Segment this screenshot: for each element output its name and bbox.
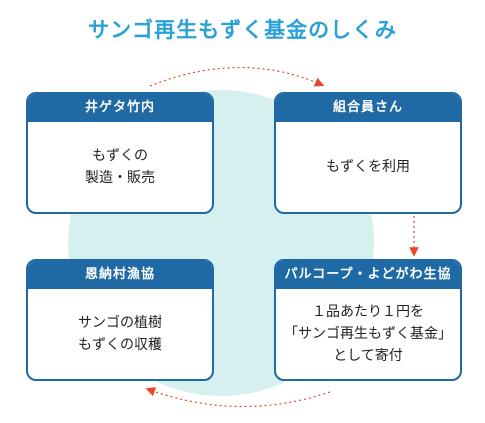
card-text-line: １品あたり１円を [312,304,424,320]
card-text-line: もずくを利用 [326,159,410,175]
card-body: サンゴの植樹 もずくの収穫 [28,289,212,379]
card-text-line: もずくの収穫 [78,337,162,353]
card-header: 組合員さん [276,94,460,122]
card-body: もずくの 製造・販売 [28,122,212,212]
card-igeta-takeuchi: 井ゲタ竹内 もずくの 製造・販売 [26,92,214,214]
card-header: 井ゲタ竹内 [28,94,212,122]
card-text-line: 製造・販売 [85,170,155,186]
card-header: 恩納村漁協 [28,261,212,289]
card-body: もずくを利用 [276,122,460,212]
arrow-top [149,66,325,87]
card-text-line: として寄付 [333,348,403,364]
card-text-line: サンゴの植樹 [78,315,162,331]
card-text-line: 「サンゴ再生もずく基金」 [284,326,452,342]
card-onna-fishery: 恩納村漁協 サンゴの植樹 もずくの収穫 [26,259,214,381]
card-text-line: もずくの [92,148,148,164]
card-body: １品あたり１円を 「サンゴ再生もずく基金」 として寄付 [276,289,460,379]
card-members: 組合員さん もずくを利用 [274,92,462,214]
card-header: パルコープ・よどがわ生協 [276,261,460,289]
diagram-title: サンゴ再生もずく基金のしくみ [88,18,397,42]
card-palcoop: パルコープ・よどがわ生協 １品あたり１円を 「サンゴ再生もずく基金」 として寄付 [274,259,462,381]
